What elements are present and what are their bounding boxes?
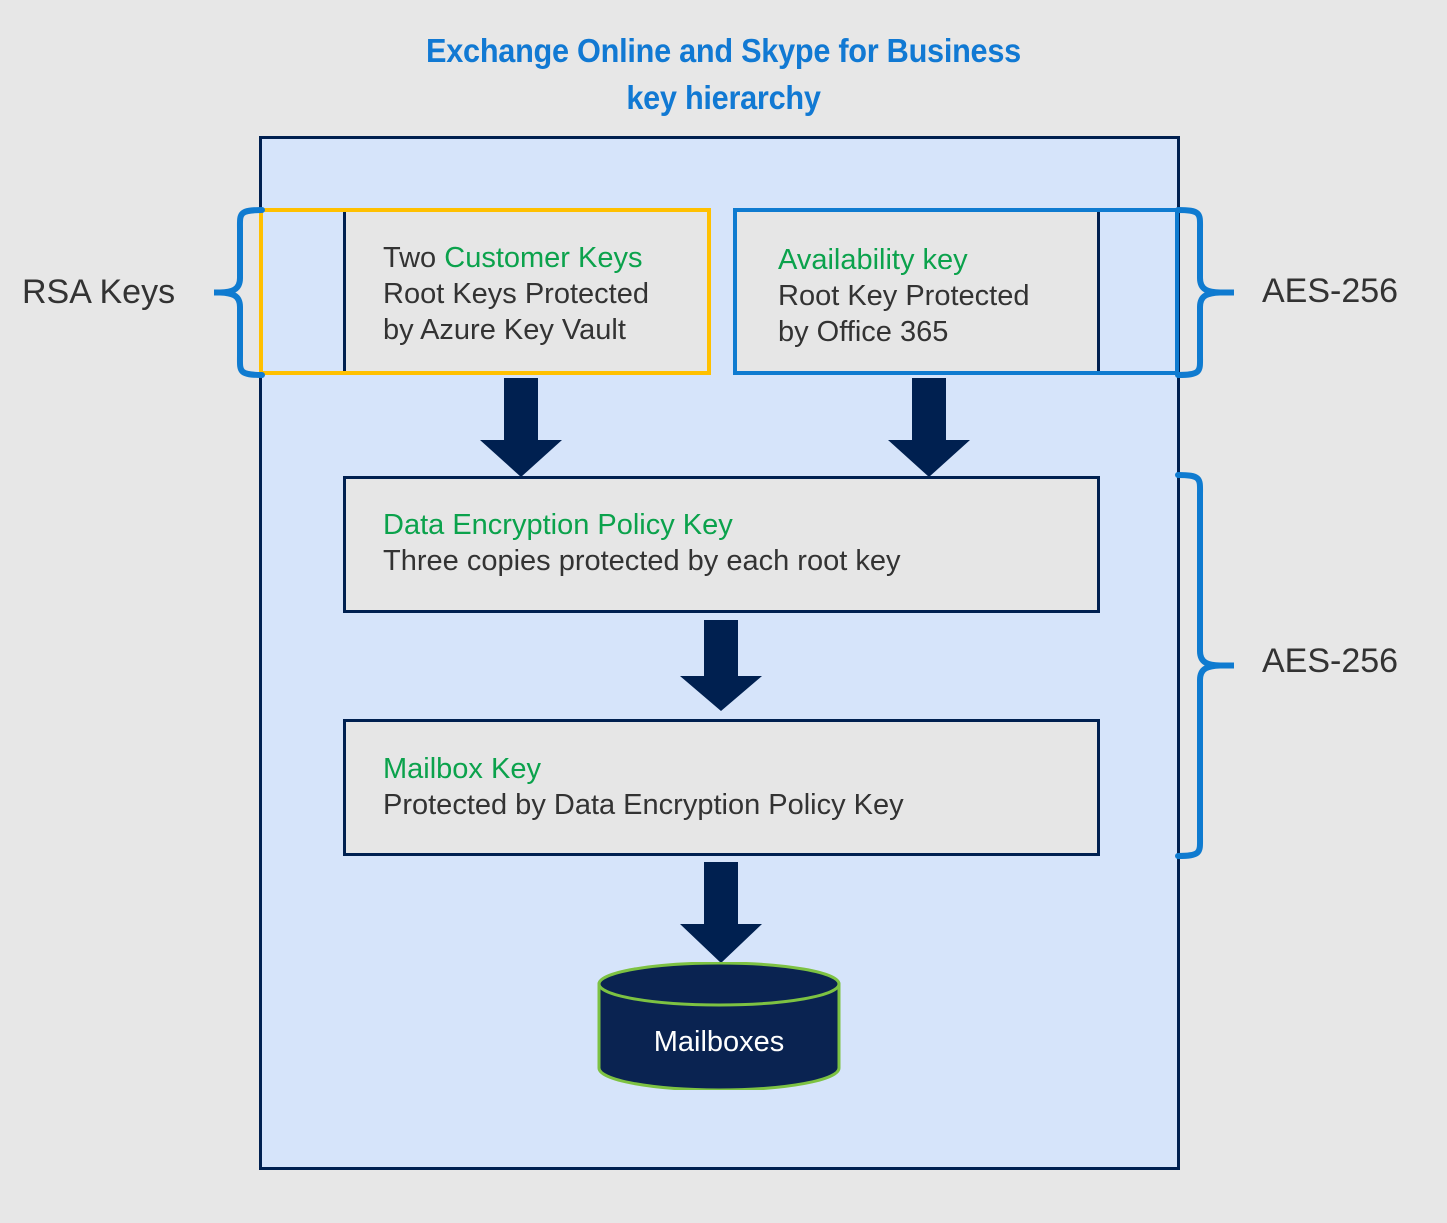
customer-keys-line3: by Azure Key Vault <box>383 314 626 346</box>
brace-aes-256-top <box>1175 207 1234 378</box>
box-customer-keys[interactable] <box>343 209 710 374</box>
brace-aes-256-bottom <box>1175 472 1234 859</box>
customer-keys-prefix: Two <box>383 242 445 274</box>
brace-label-aes-256-top: AES-256 <box>1262 272 1399 310</box>
box-mailbox-key-text: Mailbox Key Protected by Data Encryption… <box>383 751 904 823</box>
brace-label-rsa-keys: RSA Keys <box>22 273 176 311</box>
availability-key-line3: by Office 365 <box>778 316 949 348</box>
arrow-availability-to-dep <box>888 378 970 477</box>
arrow-dep-to-mailbox <box>680 620 762 711</box>
brace-rsa-keys <box>214 207 265 378</box>
dep-key-title: Data Encryption Policy Key <box>383 509 733 541</box>
diagram-title: Exchange Online and Skype for Business k… <box>51 28 1397 122</box>
availability-key-line2: Root Key Protected <box>778 280 1030 312</box>
box-availability-key[interactable] <box>737 211 1100 371</box>
brace-label-aes-256-bottom: AES-256 <box>1262 642 1399 680</box>
box-customer-keys-text: Two Customer Keys Root Keys Protected by… <box>383 240 649 348</box>
box-mailbox-key[interactable] <box>343 719 1100 856</box>
box-availability-key-text: Availability key Root Key Protected by O… <box>778 242 1029 350</box>
title-line-1: Exchange Online and Skype for Business <box>426 32 1021 69</box>
title-line-2: key hierarchy <box>626 78 821 116</box>
customer-keys-title: Customer Keys <box>444 242 643 274</box>
box-dep-key-text: Data Encryption Policy Key Three copies … <box>383 507 900 579</box>
arrow-customer-to-dep <box>480 378 562 477</box>
mailboxes-cylinder[interactable] <box>596 962 842 1090</box>
box-data-encryption-policy-key[interactable] <box>343 476 1100 613</box>
customer-keys-title-line: Two Customer Keys <box>383 240 649 276</box>
mailbox-key-line2: Protected by Data Encryption Policy Key <box>383 789 904 821</box>
availability-key-title: Availability key <box>778 244 968 276</box>
customer-keys-line2: Root Keys Protected <box>383 278 649 310</box>
arrow-mailbox-to-mailboxes <box>680 862 762 963</box>
mailbox-key-title: Mailbox Key <box>383 753 541 785</box>
dep-key-line2: Three copies protected by each root key <box>383 545 901 577</box>
